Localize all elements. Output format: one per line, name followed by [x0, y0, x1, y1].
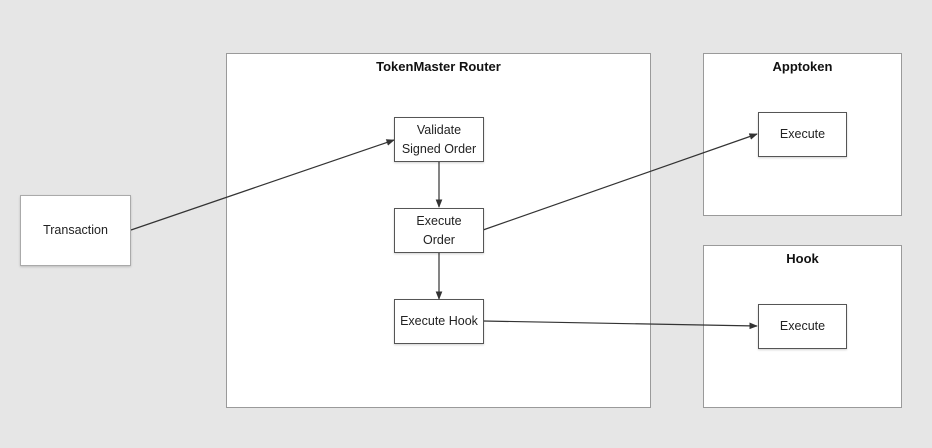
edge-execute-order-to-apptoken: [482, 133, 758, 231]
validate-signed-order-node: Validate Signed Order: [394, 117, 484, 162]
router-title: TokenMaster Router: [376, 59, 501, 74]
apptoken-execute-node: Execute: [758, 112, 847, 157]
hook-execute-node: Execute: [758, 304, 847, 349]
edge-transaction-to-validate: [130, 139, 395, 231]
execute-hook-label: Execute Hook: [400, 314, 478, 329]
transaction-label: Transaction: [43, 223, 108, 238]
transaction-node: Transaction: [20, 195, 131, 266]
apptoken-container: Apptoken: [703, 53, 902, 216]
edge-execute-hook-to-hook: [482, 320, 758, 330]
hook-execute-label: Execute: [779, 319, 826, 334]
hook-title: Hook: [786, 251, 819, 266]
execute-order-label: Execute Order: [416, 214, 462, 247]
validate-signed-order-label: Validate Signed Order: [401, 123, 477, 156]
apptoken-execute-label: Execute: [779, 127, 826, 142]
apptoken-title: Apptoken: [772, 59, 833, 74]
execute-hook-node: Execute Hook: [394, 299, 484, 344]
execute-order-node: Execute Order: [394, 208, 484, 253]
